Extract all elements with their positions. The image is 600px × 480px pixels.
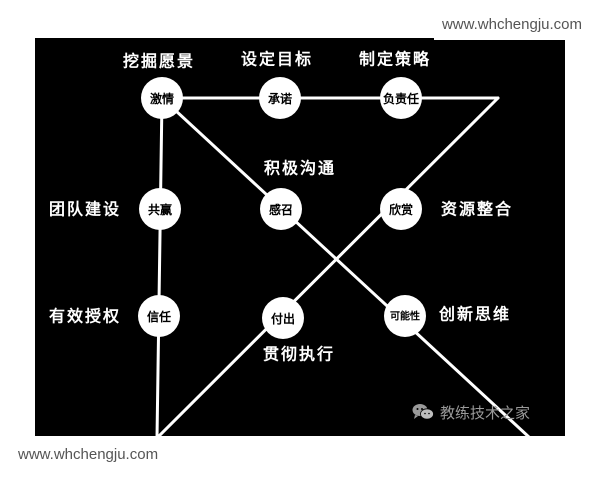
coaching-skills-diagram: 挖掘愿景 设定目标 制定策略 积极沟通 团队建设 资源整合 有效授权 贯彻执行 … [49,50,531,436]
label-tuandui-jianshe: 团队建设 [49,200,121,219]
edge-jiqing-diagonal [160,96,531,436]
label-guanche-zhixing: 贯彻执行 [263,345,335,364]
node-zeren-label: 负责任 [383,91,419,106]
node-xinren-label: 信任 [147,309,171,324]
edge-jiqing-bottomleft [155,96,164,436]
label-zhiding-celue: 制定策略 [359,50,431,69]
node-gongying: 共赢 [139,188,181,230]
node-chengnuo: 承诺 [259,77,301,119]
node-chengnuo-label: 承诺 [268,91,292,106]
node-fuchu-label: 付出 [271,311,295,326]
node-kenengxing-label: 可能性 [390,310,420,323]
node-gongying-label: 共赢 [148,202,172,217]
label-wajue-yuanjing: 挖掘愿景 [123,52,195,71]
node-ganzhao: 感召 [260,188,302,230]
watermark-top: www.whchengju.com [433,10,590,40]
label-jiji-goutong: 积极沟通 [264,159,336,178]
node-ganzhao-label: 感召 [269,202,293,217]
label-chuangxin-siwei: 创新思维 [438,305,511,324]
wechat-watermark: 教练技术之家 [412,400,530,424]
node-jiqing: 激情 [141,77,183,119]
node-jiqing-label: 激情 [150,91,174,106]
diagram-panel: 挖掘愿景 设定目标 制定策略 积极沟通 团队建设 资源整合 有效授权 贯彻执行 … [35,38,565,436]
wechat-icon [412,403,434,421]
watermark-bottom: www.whchengju.com [10,440,167,470]
wechat-watermark-text: 教练技术之家 [440,403,531,422]
node-kenengxing: 可能性 [384,295,426,337]
node-xinshang: 欣赏 [380,188,422,230]
label-youxiao-shouquan: 有效授权 [49,307,121,326]
node-xinren: 信任 [138,295,180,337]
node-xinshang-label: 欣赏 [389,202,413,217]
label-sheding-mubiao: 设定目标 [241,50,313,69]
edge-corner-bottomleft [156,96,500,436]
node-fuchu: 付出 [262,297,304,339]
node-zeren: 负责任 [380,77,422,119]
label-ziyuan-zhenghe: 资源整合 [441,200,513,219]
